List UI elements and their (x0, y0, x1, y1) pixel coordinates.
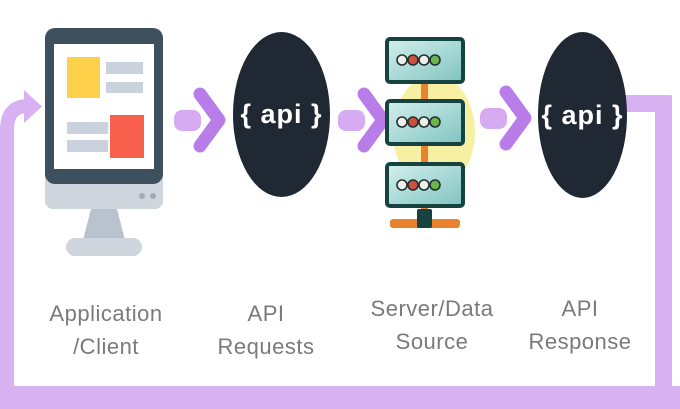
label-line: Response (528, 329, 632, 354)
label-line: API (247, 301, 285, 326)
label-line: Source (395, 329, 469, 354)
screen-text-bar (67, 122, 108, 134)
loop-arrowhead-icon (24, 90, 42, 123)
server-unit (385, 162, 465, 208)
loop-right-segment (655, 95, 672, 395)
loop-bottom-segment (0, 386, 680, 409)
api-badge-text: { api } (240, 99, 323, 129)
label-api-response: API Response (490, 292, 670, 358)
label-line: Requests (217, 334, 315, 359)
flow-arrow-icon (174, 87, 226, 153)
label-line: /Client (73, 334, 139, 359)
monitor-icon (45, 28, 163, 256)
label-line: API (561, 296, 599, 321)
monitor-stand (83, 209, 125, 240)
screen-text-bar (67, 140, 108, 152)
flow-arrow-icon (480, 85, 532, 151)
server-unit (385, 99, 465, 146)
api-requests-badge: { api } (233, 32, 330, 197)
label-line: Application (49, 301, 163, 326)
label-line: Server/Data (370, 296, 494, 321)
server-stack-icon (385, 37, 475, 228)
server-unit (385, 37, 465, 84)
screen-red-block (110, 115, 144, 158)
monitor-button-dot (150, 193, 156, 199)
api-response-badge: { api } (538, 32, 627, 198)
server-connector (421, 75, 428, 223)
api-badge-text: { api } (541, 99, 624, 130)
loop-left-segment (0, 128, 14, 392)
screen-yellow-block (67, 57, 100, 98)
label-api-requests: API Requests (176, 297, 356, 363)
flow-arrow-icon (338, 87, 390, 153)
label-server-data-source: Server/Data Source (342, 292, 522, 358)
server-foot (417, 209, 432, 228)
monitor-button-dot (139, 193, 145, 199)
screen-text-bar (106, 62, 143, 74)
loop-curve (0, 99, 29, 150)
monitor-base (66, 238, 142, 256)
screen-text-bar (106, 82, 143, 93)
label-application-client: Application /Client (16, 297, 196, 363)
